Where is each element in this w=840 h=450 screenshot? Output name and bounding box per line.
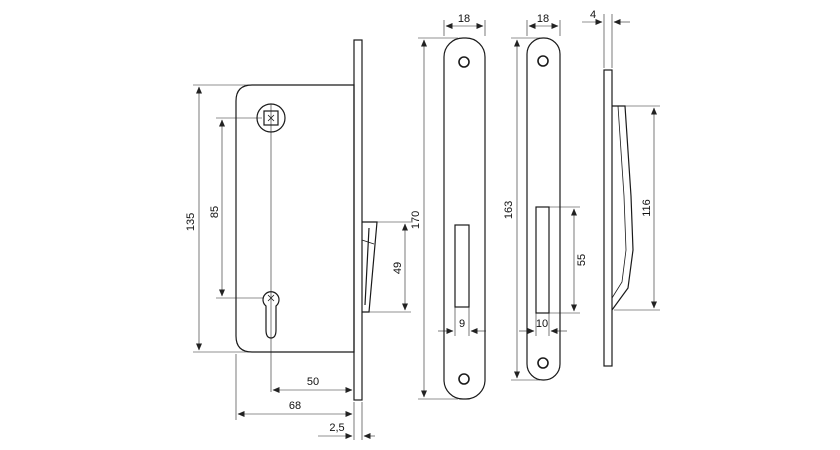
dim-49-label: 49 [392, 262, 404, 274]
faceplate-bolt-slot [454, 224, 470, 308]
dim-163-label: 163 [503, 201, 515, 219]
hook-bolt [362, 221, 378, 313]
dim-18-strike-label: 18 [537, 13, 549, 25]
dim-faceplate-thickness: 2,5 [318, 402, 375, 440]
faceplate-front-view [443, 37, 486, 400]
dim-strike-width: 18 [526, 13, 561, 36]
dim-backset: 50 [272, 376, 353, 393]
dim-116-label: 116 [641, 199, 653, 217]
dim-85-label: 85 [209, 206, 221, 218]
dim-strike-slot-height: 55 [549, 206, 588, 314]
dim-backset-centers: 85 [209, 117, 264, 299]
dim-strike-cut: 49 [369, 221, 411, 313]
strike-hook-receiver [611, 105, 634, 311]
dim-68-label: 68 [289, 400, 301, 412]
dim-10-label: 10 [536, 318, 548, 330]
dim-135-label: 135 [185, 213, 197, 231]
strike-plate-side-view [603, 69, 634, 367]
strike-plate-front-view [526, 37, 561, 381]
hook-bolt-edge [361, 239, 375, 245]
strike-slot [535, 206, 550, 314]
cylinder-hole [262, 291, 280, 339]
lock-case-outline [235, 84, 355, 353]
strike-plate-outline [526, 37, 561, 381]
dim-hook-plate-thickness: 4 [582, 9, 630, 68]
faceplate-outline [443, 37, 486, 400]
dim-4-label: 4 [590, 9, 596, 21]
dim-faceplate-length: 170 [410, 37, 458, 400]
dim-case-depth: 68 [235, 354, 353, 420]
dim-2-5-label: 2,5 [329, 422, 344, 434]
strike-side-plate [603, 69, 613, 367]
dim-strike-slot-width: 10 [519, 313, 567, 336]
dim-9-label: 9 [459, 318, 465, 330]
faceplate-top-screw-hole [458, 56, 470, 68]
dim-hook-height: 116 [614, 105, 660, 311]
lock-body [235, 39, 378, 401]
strike-hook-edge [611, 105, 627, 299]
dim-170-label: 170 [410, 211, 422, 229]
dim-strike-length: 163 [503, 37, 540, 381]
dim-18-label: 18 [458, 13, 470, 25]
dim-50-label: 50 [307, 376, 319, 388]
dim-case-height: 135 [185, 84, 250, 353]
strike-top-screw-hole [537, 55, 549, 67]
dim-faceplate-width: 18 [443, 13, 486, 36]
lock-faceplate [353, 39, 363, 401]
dim-55-label: 55 [576, 254, 588, 266]
strike-bottom-screw-hole [537, 357, 549, 369]
dim-faceplate-slot-width: 9 [438, 307, 486, 336]
faceplate-bottom-screw-hole [458, 373, 470, 385]
